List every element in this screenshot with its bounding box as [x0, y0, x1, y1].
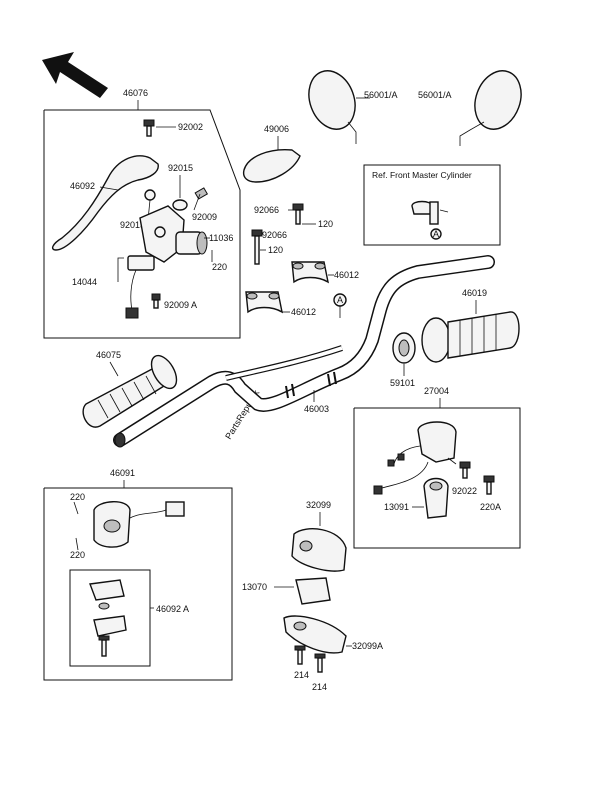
part-label-13091: 13091 — [384, 502, 409, 512]
throttle-housing-upper — [417, 421, 457, 463]
part-label-220a: 220A — [480, 502, 501, 512]
part-label-120-top: 120 — [318, 219, 333, 229]
grip-46075 — [82, 354, 178, 428]
screw-92022 — [459, 461, 471, 479]
mirror-right — [459, 70, 522, 146]
bolt-92066-top — [292, 203, 304, 225]
part-label-32099a: 32099A — [352, 641, 383, 651]
part-label-214-right: 214 — [312, 682, 327, 692]
grip-46019 — [421, 311, 520, 363]
svg-text:A: A — [337, 295, 343, 305]
throttle-housing-lower — [423, 477, 449, 519]
part-label-46019: 46019 — [462, 288, 487, 298]
part-label-46075: 46075 — [96, 350, 121, 360]
mirror-left — [308, 70, 357, 144]
part-label-46012-lower: 46012 — [291, 307, 316, 317]
part-label-92002: 92002 — [178, 122, 203, 132]
screw-92009 — [193, 187, 209, 211]
part-label-11036: 11036 — [209, 233, 233, 243]
handlebar-knurl — [285, 371, 337, 399]
part-label-14044: 14044 — [72, 277, 97, 287]
part-label-46076: 46076 — [123, 88, 148, 98]
part-label-220-lower: 220 — [70, 550, 85, 560]
switch-11036 — [175, 231, 208, 255]
part-label-59101: 59101 — [390, 378, 415, 388]
part-label-120-bottom: 120 — [268, 245, 283, 255]
part-label-92066-top: 92066 — [254, 205, 279, 215]
screw-214-right — [314, 653, 326, 673]
part-label-27004: 27004 — [424, 386, 449, 396]
part-label-13070: 13070 — [242, 582, 267, 592]
part-label-46092a: 46092 A — [156, 604, 189, 614]
part-label-92009a: 92009 A — [164, 300, 197, 310]
direction-arrow-icon — [42, 52, 108, 98]
ref-front-master-cylinder-box: Ref. Front Master Cylinder A — [363, 164, 501, 246]
switch-bracket — [93, 615, 127, 637]
part-label-92066-bottom: 92066 — [262, 230, 287, 240]
spacer-92015 — [172, 199, 188, 211]
ref-box-title: Ref. Front Master Cylinder — [372, 170, 472, 180]
part-label-92009: 92009 — [192, 212, 217, 222]
part-label-46092: 46092 — [70, 181, 95, 191]
switch-assembly-group: 46091 220 220 46092 A — [43, 468, 233, 681]
part-label-56001a-left: 56001/A — [364, 90, 398, 100]
part-label-214-left: 214 — [294, 670, 309, 680]
clutch-switch-14044 — [125, 255, 155, 319]
screw-220a — [483, 475, 495, 495]
part-label-46012-upper: 46012 — [334, 270, 359, 280]
screw-92002 — [143, 119, 155, 137]
part-label-56001a-right: 56001/A — [418, 90, 452, 100]
part-label-92015a: 92015A — [120, 220, 151, 230]
housing-32099a — [283, 615, 347, 654]
screw-214-left — [294, 645, 306, 665]
lever-assembly-frame — [43, 109, 241, 339]
cover-49006 — [242, 149, 301, 183]
part-label-92015: 92015 — [168, 163, 193, 173]
clutch-lever — [51, 155, 159, 251]
switch-lower-half — [89, 579, 125, 601]
throttle-housing-group: 27004 92022 220A 13091 — [353, 386, 521, 549]
part-label-49006: 49006 — [264, 124, 289, 134]
spacer-92015a — [144, 189, 156, 201]
part-label-220: 220 — [212, 262, 227, 272]
ref-marker-a: A — [433, 229, 439, 239]
part-label-92022: 92022 — [452, 486, 477, 496]
housing-32099 — [291, 528, 347, 572]
clamp-46012-lower — [245, 291, 283, 314]
bar-marker-a: A — [333, 293, 347, 318]
throttle-pulley-59101 — [392, 332, 416, 364]
part-label-220-upper: 220 — [70, 492, 85, 502]
bolt-92066-bottom — [251, 229, 263, 265]
housing-13070 — [295, 577, 331, 605]
clamp-46012-upper — [291, 261, 329, 284]
part-label-32099: 32099 — [306, 500, 331, 510]
screw-92009a — [151, 293, 161, 309]
part-label-46091: 46091 — [110, 468, 135, 478]
bar-end-left — [114, 432, 126, 448]
lever-assembly-group: 46076 92002 46092 92015A 92015 92009 — [43, 88, 241, 339]
part-label-46003: 46003 — [304, 404, 329, 414]
